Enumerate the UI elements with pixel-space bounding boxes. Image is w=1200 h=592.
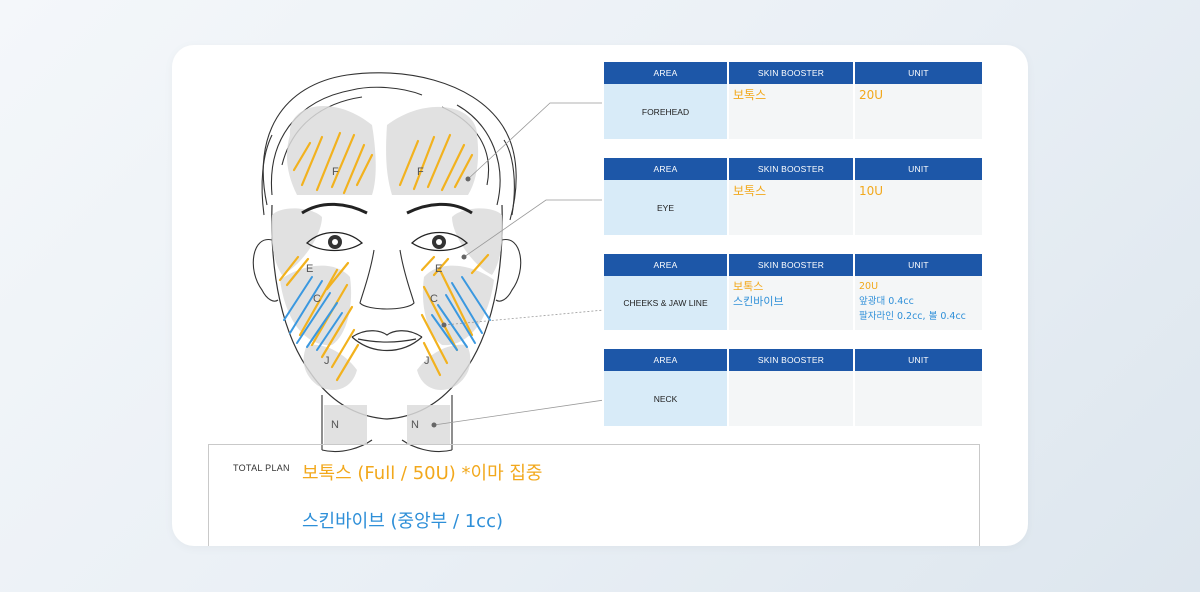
eyebrows [301, 202, 473, 215]
booster-cell: 보톡스 스킨바이브 [729, 276, 855, 330]
header-unit: UNIT [855, 254, 982, 276]
header-skin-booster: SKIN BOOSTER [729, 62, 855, 84]
cheeks-jaw-table: AREA SKIN BOOSTER UNIT CHEEKS & JAW LINE… [604, 254, 982, 330]
connector-lines [433, 102, 602, 426]
table-row: CHEEKS & JAW LINE 보톡스 스킨바이브 20U 앞광대 0.4c… [604, 276, 982, 330]
unit-entry: 10U [859, 184, 884, 198]
table-header: AREA SKIN BOOSTER UNIT [604, 62, 982, 84]
zone-label-jaw-left: J [324, 355, 330, 367]
header-area: AREA [604, 62, 729, 84]
booster-entry: 보톡스 [733, 88, 767, 102]
unit-cell: 20U 앞광대 0.4cc 팔자라인 0.2cc, 볼 0.4cc [855, 276, 982, 330]
header-area: AREA [604, 254, 729, 276]
header-area: AREA [604, 349, 729, 371]
blue-markings [283, 276, 491, 351]
zone-label-eye-right: E [435, 263, 442, 275]
zone-label-jaw-right: J [424, 355, 430, 367]
unit-entry: 팔자라인 0.2cc, 볼 0.4cc [859, 311, 966, 322]
face-outline [271, 204, 503, 420]
eyes [305, 231, 469, 252]
header-unit: UNIT [855, 349, 982, 371]
left-ear [252, 239, 279, 302]
total-plan-box: TOTAL PLAN 보톡스 (Full / 50U) *이마 집중 스킨바이브… [208, 444, 980, 546]
area-cell: FOREHEAD [604, 84, 729, 139]
booster-entry: 보톡스 [733, 184, 767, 198]
zone-label-cheek-left: C [313, 293, 321, 305]
booster-cell: 보톡스 [729, 84, 855, 139]
table-row: NECK [604, 371, 982, 426]
zone-label-forehead-right: F [417, 166, 424, 178]
total-plan-line-1: 보톡스 (Full / 50U) *이마 집중 [302, 463, 543, 484]
header-area: AREA [604, 158, 729, 180]
table-row: EYE 보톡스 10U [604, 180, 982, 235]
right-ear [495, 239, 522, 302]
booster-cell [729, 371, 855, 426]
hair-illustration [261, 72, 517, 221]
neck-base [321, 439, 453, 453]
unit-entry: 20U [859, 281, 879, 292]
zone-label-cheek-right: C [430, 293, 438, 305]
table-header: AREA SKIN BOOSTER UNIT [604, 158, 982, 180]
table-row: FOREHEAD 보톡스 20U [604, 84, 982, 139]
booster-cell: 보톡스 [729, 180, 855, 235]
zone-label-eye-left: E [306, 263, 313, 275]
area-cell: EYE [604, 180, 729, 235]
area-cell: CHEEKS & JAW LINE [604, 276, 729, 330]
unit-cell [855, 371, 982, 426]
connector-dots [431, 176, 471, 428]
header-unit: UNIT [855, 62, 982, 84]
mouth [351, 330, 423, 352]
table-header: AREA SKIN BOOSTER UNIT [604, 254, 982, 276]
booster-entry: 스킨바이브 [733, 295, 784, 308]
zone-label-forehead-left: F [332, 166, 339, 178]
unit-entry: 20U [859, 88, 884, 102]
total-plan-label: TOTAL PLAN [233, 463, 290, 473]
zone-label-neck-left: N [331, 419, 339, 431]
header-unit: UNIT [855, 158, 982, 180]
eye-table: AREA SKIN BOOSTER UNIT EYE 보톡스 10U [604, 158, 982, 235]
nose [359, 249, 415, 310]
treatment-zones [271, 106, 503, 445]
header-skin-booster: SKIN BOOSTER [729, 158, 855, 180]
header-skin-booster: SKIN BOOSTER [729, 254, 855, 276]
area-cell: NECK [604, 371, 729, 426]
forehead-table: AREA SKIN BOOSTER UNIT FOREHEAD 보톡스 20U [604, 62, 982, 139]
booster-entry: 보톡스 [733, 280, 764, 293]
face-diagram: F F E E C C J J N N [252, 72, 602, 453]
unit-entry: 앞광대 0.4cc [859, 296, 914, 307]
treatment-plan-card: F F E E C C J J N N AREA SKIN BOOSTER UN… [172, 45, 1028, 546]
unit-cell: 20U [855, 84, 982, 139]
total-plan-line-2: 스킨바이브 (중앙부 / 1cc) [302, 511, 503, 532]
unit-cell: 10U [855, 180, 982, 235]
neck-table: AREA SKIN BOOSTER UNIT NECK [604, 349, 982, 426]
table-header: AREA SKIN BOOSTER UNIT [604, 349, 982, 371]
header-skin-booster: SKIN BOOSTER [729, 349, 855, 371]
zone-label-neck-right: N [411, 419, 419, 431]
